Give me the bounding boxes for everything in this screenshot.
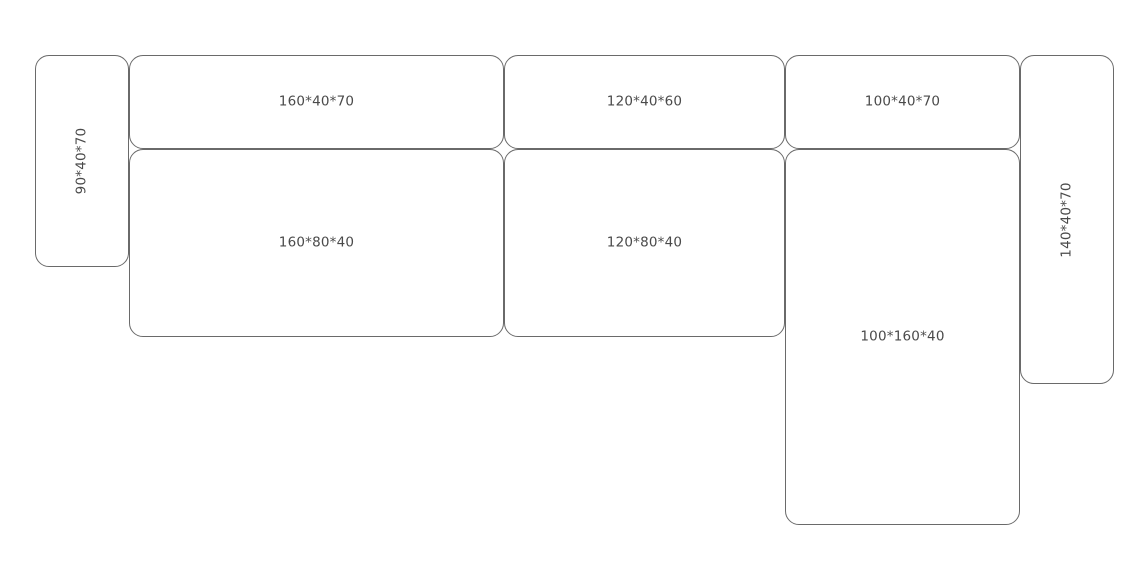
seat-160-module: 160*80*40 (129, 149, 504, 337)
backrest-100-module: 100*40*70 (785, 55, 1020, 149)
backrest-120-dimensions: 120*40*60 (606, 93, 683, 110)
right-armrest-module: 140*40*70 (1020, 55, 1114, 384)
chaise-100-dimensions: 100*160*40 (860, 328, 945, 345)
backrest-160-module: 160*40*70 (129, 55, 504, 149)
seat-120-module: 120*80*40 (504, 149, 785, 337)
left-armrest-dimensions: 90*40*70 (73, 127, 90, 195)
seat-120-dimensions: 120*80*40 (606, 234, 683, 251)
backrest-160-dimensions: 160*40*70 (278, 93, 355, 110)
right-armrest-dimensions: 140*40*70 (1058, 181, 1075, 258)
backrest-100-dimensions: 100*40*70 (864, 93, 941, 110)
seat-160-dimensions: 160*80*40 (278, 234, 355, 251)
chaise-100-module: 100*160*40 (785, 149, 1020, 525)
left-armrest-module: 90*40*70 (35, 55, 129, 267)
backrest-120-module: 120*40*60 (504, 55, 785, 149)
